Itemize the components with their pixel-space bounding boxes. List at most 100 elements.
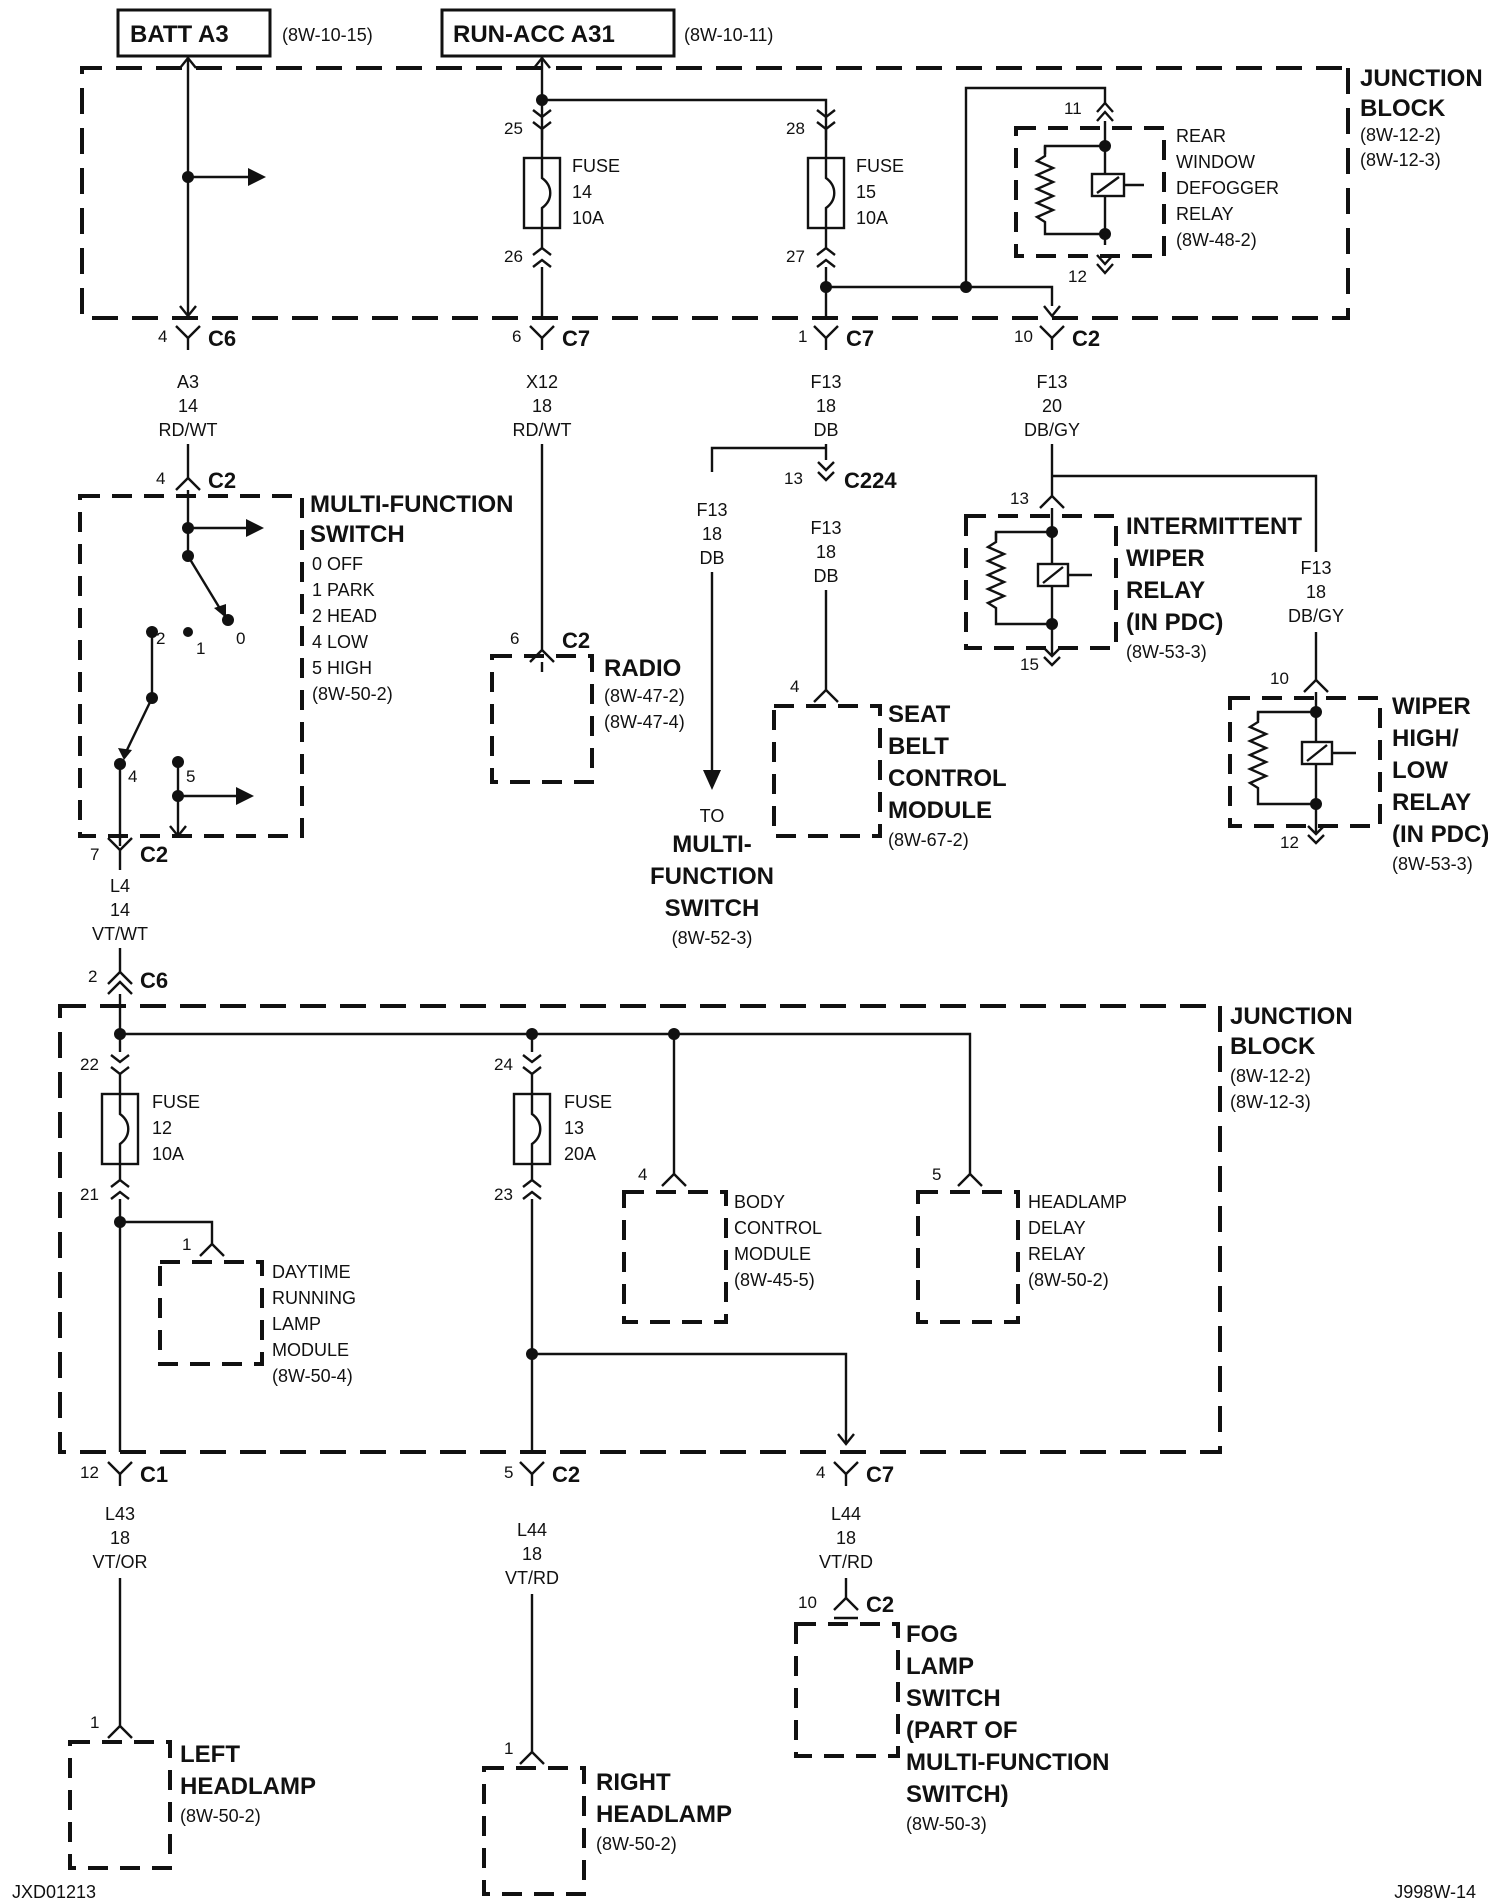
svg-text:RD/WT: RD/WT [159, 420, 218, 440]
jb-top-ref-1: (8W-12-2) [1360, 125, 1441, 145]
seat-belt-pin: 4 [790, 677, 839, 703]
seat-belt-label-4: MODULE [888, 797, 992, 824]
mfs-pos-5: 5 HIGH [312, 658, 372, 678]
wire-f13-seat-label: F13 18 DB [810, 518, 841, 586]
svg-text:F13: F13 [1300, 558, 1331, 578]
svg-text:C2: C2 [208, 468, 236, 493]
fuse15-pin-out: 27 [786, 247, 805, 266]
to-mfs-label-3: FUNCTION [650, 863, 774, 890]
svg-text:4: 4 [158, 327, 167, 346]
svg-text:DB: DB [813, 566, 838, 586]
svg-text:C6: C6 [208, 326, 236, 351]
svg-text:18: 18 [522, 1544, 542, 1564]
svg-text:C224: C224 [844, 468, 897, 493]
svg-text:4: 4 [790, 677, 799, 696]
left-headlamp-ref: (8W-50-2) [180, 1806, 261, 1826]
mfs-contact-5: 5 [186, 767, 195, 786]
svg-text:14: 14 [178, 396, 198, 416]
wire-l4-label: L4 14 VT/WT [92, 876, 148, 944]
connector-c224: 13 C224 [784, 461, 897, 493]
fuse-13: 24 23 FUSE 13 20A [494, 1053, 855, 1452]
mfs-contact-2: 2 [156, 629, 165, 648]
footer-left-code: JXD01213 [12, 1882, 96, 1902]
fog-label-4: (PART OF [906, 1717, 1018, 1744]
wiper-hl-label-3: LOW [1392, 757, 1448, 784]
svg-text:22: 22 [80, 1055, 99, 1074]
drl-label-2: RUNNING [272, 1288, 356, 1308]
svg-text:C2: C2 [1072, 326, 1100, 351]
svg-text:VT/RD: VT/RD [819, 1552, 873, 1572]
fog-label-2: LAMP [906, 1653, 974, 1680]
svg-text:4: 4 [156, 469, 165, 488]
svg-text:18: 18 [1306, 582, 1326, 602]
headlamp-delay-relay [916, 1190, 1020, 1324]
wiper-hl-label-4: RELAY [1392, 789, 1471, 816]
jb-bottom-ref-1: (8W-12-2) [1230, 1066, 1311, 1086]
connector-c7-x12: 6 C7 [512, 325, 590, 351]
svg-text:18: 18 [836, 1528, 856, 1548]
svg-text:12: 12 [80, 1463, 99, 1482]
svg-text:L44: L44 [517, 1520, 547, 1540]
bcm-label-4: (8W-45-5) [734, 1270, 815, 1290]
right-headlamp-label-2: HEADLAMP [596, 1801, 732, 1828]
jb-bottom-ref-2: (8W-12-3) [1230, 1092, 1311, 1112]
fog-ref: (8W-50-3) [906, 1814, 987, 1834]
svg-text:C2: C2 [552, 1462, 580, 1487]
seat-belt-label-2: BELT [888, 733, 949, 760]
connector-c2-bottom: 5 C2 [504, 1461, 580, 1487]
svg-text:VT/OR: VT/OR [92, 1552, 147, 1572]
svg-text:4: 4 [638, 1165, 647, 1184]
right-headlamp [482, 1766, 586, 1896]
svg-text:C6: C6 [140, 968, 168, 993]
defogger-label-2: WINDOW [1176, 152, 1255, 172]
jb-top-title-1: JUNCTION [1360, 65, 1483, 92]
connector-c6-bottom: 2 C6 [88, 967, 168, 995]
batt-feed-wire [179, 56, 266, 318]
wire-f13-wiper-label: F13 18 DB/GY [1288, 558, 1344, 626]
wire-a3-label: A3 14 RD/WT [159, 372, 218, 440]
wiper-hl-label-2: HIGH/ [1392, 725, 1459, 752]
radio-label: RADIO [604, 655, 681, 682]
wiper-high-low-relay: 10 12 [1228, 669, 1382, 852]
fuse-15: 28 27 FUSE 15 10A [786, 86, 1107, 318]
svg-text:C2: C2 [140, 842, 168, 867]
right-headlamp-pin: 1 [504, 1739, 545, 1765]
mfs-ref: (8W-50-2) [312, 684, 393, 704]
mfs-title-2: SWITCH [310, 521, 405, 548]
drl-label-3: LAMP [272, 1314, 321, 1334]
svg-text:5: 5 [932, 1165, 941, 1184]
int-wiper-label-2: WIPER [1126, 545, 1205, 572]
svg-text:C7: C7 [846, 326, 874, 351]
hdr-label-1: HEADLAMP [1028, 1192, 1127, 1212]
to-mfs-label-2: MULTI- [672, 831, 752, 858]
to-mfs-ref: (8W-52-3) [672, 928, 753, 948]
svg-text:1: 1 [798, 327, 807, 346]
seat-belt-control-module [772, 704, 882, 838]
wiper-hl-ref: (8W-53-3) [1392, 854, 1473, 874]
mfs-pos-1: 1 PARK [312, 580, 375, 600]
bottom-bus [114, 994, 972, 1174]
svg-text:13: 13 [784, 469, 803, 488]
intermittent-wiper-relay: 13 15 [964, 474, 1318, 674]
jb-bottom-title-2: BLOCK [1230, 1033, 1316, 1060]
junction-block-bottom-outline [58, 1004, 1222, 1454]
hdr-label-4: (8W-50-2) [1028, 1270, 1109, 1290]
svg-text:18: 18 [816, 542, 836, 562]
svg-text:18: 18 [110, 1528, 130, 1548]
fuse-14: 25 26 FUSE 14 10A [504, 108, 620, 318]
fuse-12: 22 21 FUSE 12 10A [80, 1053, 225, 1452]
run-acc-ref: (8W-10-11) [684, 25, 773, 45]
svg-text:13: 13 [1010, 489, 1029, 508]
wiper-hl-label-5: (IN PDC) [1392, 821, 1488, 848]
svg-text:C7: C7 [562, 326, 590, 351]
multi-function-switch: 2 1 0 4 5 [78, 490, 304, 846]
connector-c2-fog: 10 C2 [798, 1592, 894, 1620]
svg-text:12: 12 [152, 1118, 172, 1138]
svg-text:14: 14 [110, 900, 130, 920]
svg-text:21: 21 [80, 1185, 99, 1204]
svg-text:C1: C1 [140, 1462, 168, 1487]
connector-c7-bottom: 4 C7 [816, 1461, 894, 1487]
seat-belt-label-1: SEAT [888, 701, 951, 728]
fuse15-label-3: 10A [856, 208, 888, 228]
